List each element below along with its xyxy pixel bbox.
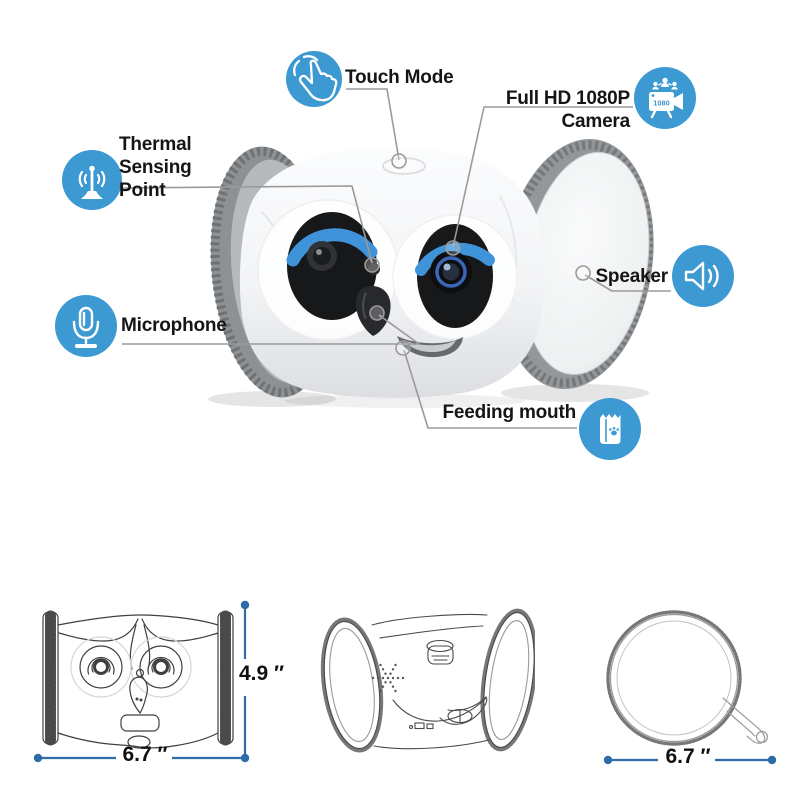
leader-touch: [346, 88, 400, 161]
camera-lens-ring: [435, 256, 467, 288]
marker-touch: [391, 153, 407, 169]
right-eye-blue-arc: [415, 242, 495, 276]
front-view-drawing: [33, 600, 250, 763]
marker-camera: [445, 240, 461, 256]
leader-speaker: [584, 274, 671, 292]
touch-button: [382, 157, 426, 175]
touch-gesture-icon: [286, 51, 342, 107]
marker-feeding: [395, 340, 411, 356]
left-eye-blue-arc: [286, 228, 378, 267]
camera-lens-glint: [443, 263, 451, 271]
shadow: [208, 391, 336, 407]
leader-feeding: [403, 349, 577, 429]
camera-badge-1080: 1080: [653, 99, 669, 108]
leader-thermal: [119, 185, 373, 264]
dimension-side-width: 6.7 ″: [665, 745, 711, 768]
marker-thermal: [364, 257, 380, 273]
antenna-signal-icon: [62, 150, 122, 210]
label-touch-mode: Touch Mode: [345, 67, 454, 88]
feeding-slot-inner: [404, 340, 456, 352]
back-view-drawing: [320, 608, 535, 753]
marker-speaker: [575, 265, 591, 281]
left-lens-glint: [316, 249, 322, 255]
speaker-icon: [672, 245, 734, 307]
pet-food-bag-icon: [579, 398, 641, 460]
leader-microphone: [122, 314, 420, 345]
label-camera: Full HD 1080P Camera: [505, 88, 630, 132]
video-camera-icon: 1080: [634, 67, 696, 129]
dimension-front-height: 4.9 ″: [239, 662, 285, 685]
shadow: [285, 394, 525, 408]
label-thermal: Thermal Sensing Point: [119, 134, 192, 201]
shadow: [501, 384, 649, 402]
side-view-drawing: [603, 610, 777, 765]
label-speaker: Speaker: [595, 266, 668, 287]
label-feeding-mouth: Feeding mouth: [442, 402, 576, 423]
dimension-front-width: 6.7 ″: [122, 743, 168, 766]
speaker-holes: [371, 663, 405, 693]
label-microphone: Microphone: [121, 315, 227, 336]
marker-microphone: [369, 305, 385, 321]
leader-camera: [452, 106, 633, 248]
microphone-icon: [55, 295, 117, 357]
beak-highlight: [362, 292, 367, 320]
